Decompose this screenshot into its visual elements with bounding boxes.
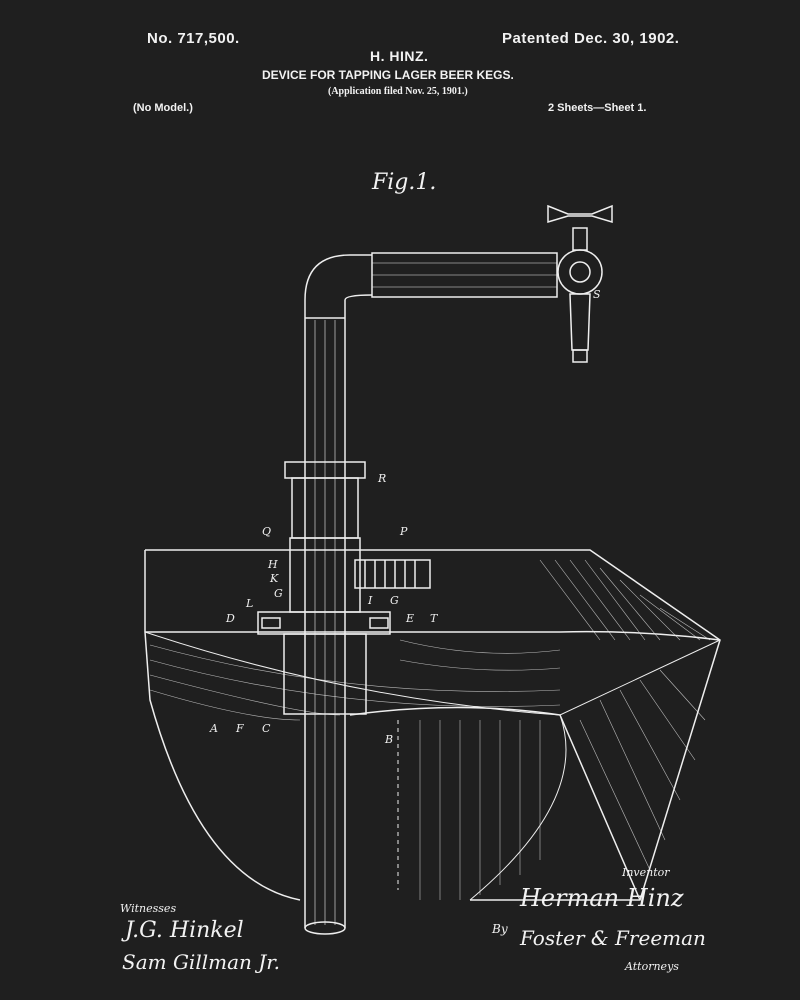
patent-number: No. 717,500. xyxy=(147,30,240,47)
pipe-elbow xyxy=(304,254,373,319)
label-i: I xyxy=(368,594,373,607)
attorneys-signature: Foster & Freeman xyxy=(520,926,706,950)
label-l: L xyxy=(246,597,254,610)
witness-signature-2: Sam Gillman Jr. xyxy=(122,950,280,974)
label-c: C xyxy=(262,722,271,735)
keg xyxy=(144,549,721,901)
inventor-signature: Herman Hinz xyxy=(520,884,684,912)
label-q: Q xyxy=(262,525,272,538)
label-e: E xyxy=(406,612,415,625)
vertical-pipe xyxy=(304,300,346,935)
patent-title: DEVICE FOR TAPPING LAGER BEER KEGS. xyxy=(262,68,514,82)
label-f: F xyxy=(236,722,244,735)
label-s: S xyxy=(593,288,601,301)
model-note: (No Model.) xyxy=(133,102,193,114)
attorneys-label: Attorneys xyxy=(625,960,679,973)
bung-fitting xyxy=(257,461,431,715)
label-h: H xyxy=(268,558,278,571)
inventor-name: H. HINZ. xyxy=(370,48,429,64)
by-label: By xyxy=(492,922,508,936)
patent-date: Patented Dec. 30, 1902. xyxy=(502,30,680,47)
witness-signature-1: J.G. Hinkel xyxy=(125,918,244,943)
faucet xyxy=(547,204,613,363)
horizontal-pipe xyxy=(371,252,558,298)
label-a: A xyxy=(210,722,218,735)
label-k: K xyxy=(270,572,279,585)
application-date: (Application filed Nov. 25, 1901.) xyxy=(328,86,468,97)
label-t: T xyxy=(430,612,438,625)
figure-caption: Fig.1. xyxy=(372,170,437,195)
label-p: P xyxy=(400,525,408,538)
witnesses-label: Witnesses xyxy=(120,902,177,915)
sheet-count: 2 Sheets—Sheet 1. xyxy=(548,102,647,114)
inventor-label: Inventor xyxy=(622,866,670,879)
label-r: R xyxy=(378,472,387,485)
label-g2: G xyxy=(390,594,399,607)
label-d: D xyxy=(226,612,235,625)
label-g: G xyxy=(274,587,283,600)
label-b: B xyxy=(385,733,394,746)
